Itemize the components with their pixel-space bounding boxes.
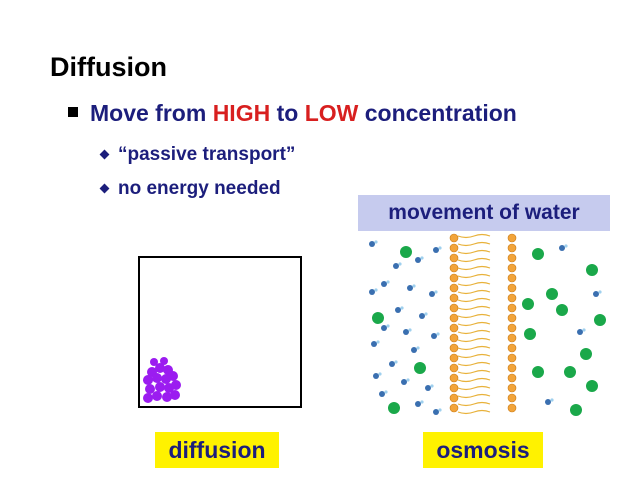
diffusion-particles [143, 357, 181, 403]
bullet-text-high: HIGH [212, 100, 271, 126]
bullet-text-mid: to [270, 100, 305, 126]
square-bullet-icon [68, 107, 78, 117]
sub-bullet-passive: “passive transport” [99, 144, 296, 166]
diamond-bullet-icon [99, 183, 110, 194]
main-bullet: Move from HIGH to LOW concentration [68, 100, 517, 127]
bullet-text-post: concentration [358, 100, 517, 126]
bullet-text-pre: Move from [90, 100, 213, 126]
solute-molecules [372, 246, 606, 416]
cell-membrane [449, 233, 517, 415]
sub-bullet-text: “passive transport” [118, 144, 296, 165]
osmosis-label: osmosis [423, 432, 543, 468]
sub-bullet-energy: no energy needed [99, 178, 281, 200]
osmosis-diagram [369, 233, 606, 416]
bullet-text-low: LOW [304, 100, 359, 126]
diamond-bullet-icon [99, 149, 110, 160]
slide-title: Diffusion [50, 52, 167, 82]
movement-of-water-label: movement of water [358, 195, 610, 231]
diffusion-label: diffusion [155, 432, 279, 468]
water-molecules [369, 240, 602, 415]
diffusion-container [138, 256, 302, 408]
sub-bullet-text: no energy needed [118, 178, 281, 199]
